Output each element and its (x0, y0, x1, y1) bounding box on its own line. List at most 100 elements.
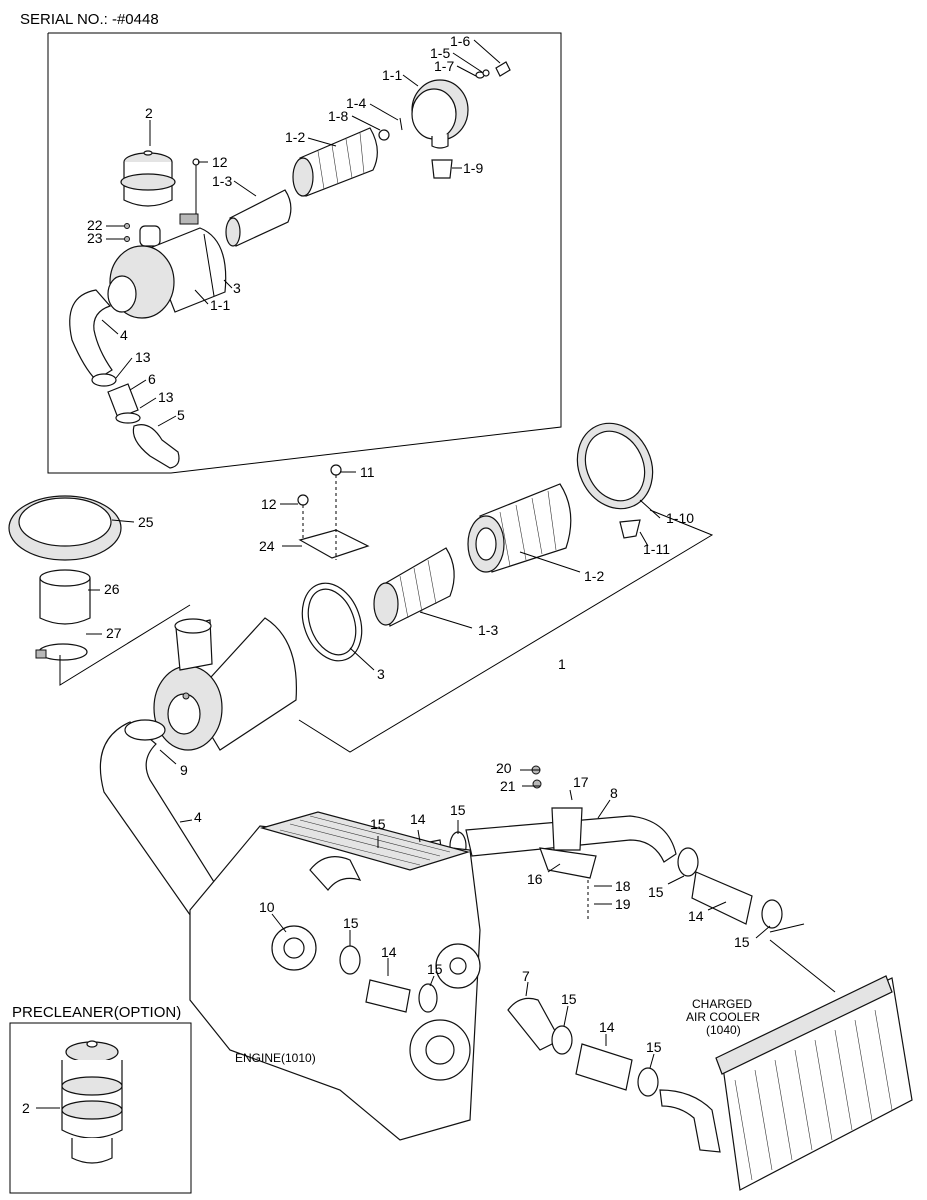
callout-22: 22 (87, 217, 103, 233)
canister-band-clamp (203, 233, 215, 297)
inset-air-cleaner-assembly (69, 61, 511, 469)
clamp-15-d (761, 899, 783, 929)
safety-filter-element (383, 547, 455, 627)
hose-14-lower (575, 1043, 633, 1091)
callout-5: 5 (177, 407, 185, 423)
callout-6: 6 (148, 371, 156, 387)
tube-bracket-17 (551, 807, 583, 851)
bolt-12 (297, 494, 309, 506)
washer-21 (532, 779, 542, 789)
main-vacuator-valve (619, 519, 641, 539)
callout-7: 7 (522, 968, 530, 984)
inner-filter-end (225, 217, 241, 247)
turbo-intake-pipe (309, 856, 362, 891)
intake-elbow-hose (69, 289, 113, 381)
canister-outlet (107, 275, 137, 313)
canister-clamp-latch (179, 213, 199, 225)
hose-14-right (691, 871, 753, 925)
main-callout-leaders (86, 471, 771, 1069)
callout-13-upper: 13 (135, 349, 151, 365)
wing-nut-1-8 (378, 129, 390, 141)
reducer-6 (107, 383, 139, 419)
cooler-top-tank (715, 975, 893, 1075)
callout-1-2-main: 1-2 (584, 568, 604, 584)
hose-clamp-9 (124, 719, 166, 741)
callout-26: 26 (104, 581, 120, 597)
end-cover-spout (431, 134, 449, 149)
callout-24: 24 (259, 538, 275, 554)
serial-inset-frame (47, 32, 562, 474)
callout-12-main: 12 (261, 496, 277, 512)
callout-1-2: 1-2 (285, 129, 305, 145)
stud-1-4 (399, 117, 403, 131)
callout-15-a: 15 (370, 816, 386, 832)
cooler-inlet-pipe (659, 1089, 721, 1153)
precleaner-option-frame (9, 1022, 192, 1194)
main-callout-labels: 11 12 24 1-10 1-11 1-2 1-3 1 3 25 26 27 … (104, 464, 750, 1055)
callout-23: 23 (87, 230, 103, 246)
callout-11: 11 (360, 464, 375, 480)
callout-1: 1 (558, 656, 566, 672)
outer-filter-element (299, 127, 378, 197)
cooler-label-line-3: (1040) (706, 1023, 741, 1037)
callout-17: 17 (573, 774, 589, 790)
callout-14-a: 14 (410, 811, 426, 827)
top-callout-labels: 1-6 1-5 1-7 1-1 1-4 1-8 1-2 1-9 2 12 1-3… (87, 33, 483, 423)
clamp-15-c (677, 847, 699, 877)
precleaner-option-title: PRECLEANER(OPTION) (12, 1004, 181, 1021)
callout-1-6: 1-6 (450, 33, 470, 49)
engine-valve-cover (259, 811, 471, 871)
wing-nut-1-6 (495, 61, 511, 77)
callout-15-g: 15 (561, 991, 577, 1007)
main-air-cleaner-assembly (8, 422, 714, 753)
callout-15-b: 15 (450, 802, 466, 818)
engine-1010 (189, 811, 481, 1141)
callout-16: 16 (527, 871, 543, 887)
callout-2-precleaner: 2 (22, 1100, 30, 1116)
callout-25: 25 (138, 514, 154, 530)
nut-1-5 (482, 69, 490, 77)
callout-4-main: 4 (194, 809, 202, 825)
callout-19: 19 (615, 896, 631, 912)
callout-1-11: 1-11 (643, 541, 670, 557)
outer-filter-end (292, 157, 314, 197)
callout-15-c: 15 (648, 884, 664, 900)
main-canister-outlet (167, 693, 201, 735)
callout-4: 4 (120, 327, 128, 343)
top-callout-leaders (101, 39, 501, 427)
tube-26 (39, 578, 91, 625)
inner-filter-element (229, 189, 292, 247)
callout-27: 27 (106, 625, 122, 641)
safety-filter-end (373, 582, 399, 626)
vacuator-valve (431, 159, 453, 179)
callout-21: 21 (500, 778, 516, 794)
callout-1-3-main: 1-3 (478, 622, 498, 638)
callout-10: 10 (259, 899, 275, 915)
precleaner-option-neck (71, 1138, 113, 1164)
hose-14-engine (365, 979, 411, 1013)
elbow-5 (132, 424, 180, 469)
serial-number-label: SERIAL NO.: -#0448 (20, 11, 159, 28)
callout-12: 12 (212, 154, 228, 170)
callout-3-main: 3 (377, 666, 385, 682)
callout-14-c: 14 (381, 944, 397, 960)
clamp-15-e (339, 945, 361, 975)
clamp-15-f (418, 983, 438, 1013)
callout-9: 9 (180, 762, 188, 778)
callout-15-e: 15 (343, 915, 359, 931)
precleaner-option-part (36, 1040, 123, 1164)
callout-1-3: 1-3 (212, 173, 232, 189)
callout-8: 8 (610, 785, 618, 801)
callout-1-1-cover: 1-1 (382, 67, 402, 83)
hose-clamp-13b (115, 412, 141, 424)
callout-1-9: 1-9 (463, 160, 483, 176)
bolt-22 (124, 223, 130, 229)
clamp-15-h (637, 1067, 659, 1097)
precleaner-knob (143, 150, 153, 156)
mount-bracket-16 (539, 847, 597, 879)
engine-label: ENGINE(1010) (235, 1051, 316, 1065)
precleaner-option-body (61, 1060, 123, 1139)
callout-1-10: 1-10 (666, 510, 694, 526)
